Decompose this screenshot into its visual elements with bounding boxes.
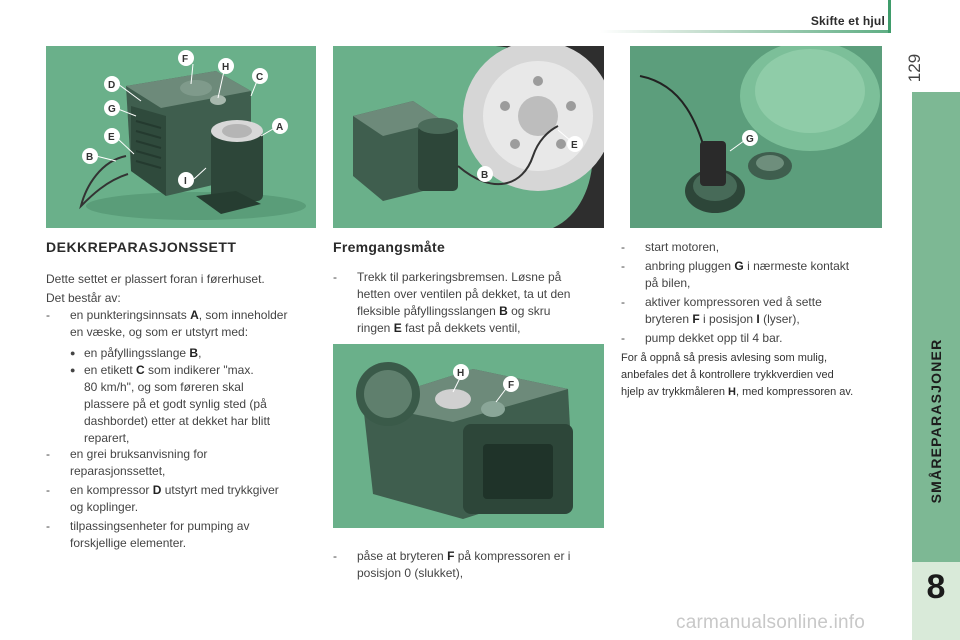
- power-socket-illustration: G: [630, 46, 882, 228]
- repair-kit-illustration: F H D C G A E B I: [46, 46, 316, 228]
- header-rule: [600, 30, 890, 33]
- compressor-switches-illustration: H F: [333, 344, 604, 528]
- list-item-adapters: - tilpassingsenheter for pumping av fors…: [46, 519, 250, 550]
- procedure-step-5: - aktiver kompressoren ved å sette bryte…: [621, 295, 822, 326]
- label-e: E: [571, 140, 578, 151]
- figure-repair-kit: F H D C G A E B I: [46, 46, 316, 228]
- label-g: G: [746, 134, 754, 145]
- chapter-side-tab: SMÅREPARASJONER: [912, 92, 960, 562]
- procedure-step-2: - påse at bryteren F på kompressoren er …: [333, 549, 571, 580]
- pressure-note: For å oppnå så presis avlesing som mulig…: [621, 352, 854, 398]
- list-item-hose: ● en påfyllingsslange B,: [70, 346, 202, 360]
- label-a: A: [276, 122, 283, 133]
- label-i: I: [184, 176, 187, 187]
- list-item-sealant: - en punkteringsinnsats A, som inneholde…: [46, 308, 288, 339]
- intro-contents: Det består av:: [46, 291, 121, 305]
- label-b: B: [86, 152, 93, 163]
- wheel-connection-illustration: E B: [333, 46, 604, 228]
- label-d: D: [108, 80, 115, 91]
- figure-compressor-switches: H F: [333, 344, 604, 528]
- label-g: G: [108, 104, 116, 115]
- chapter-box: 8: [912, 562, 960, 640]
- label-f: F: [508, 380, 514, 391]
- list-item-compressor: - en kompressor D utstyrt med trykkgiver…: [46, 483, 279, 514]
- label-f: F: [182, 54, 188, 65]
- label-c: C: [256, 72, 263, 83]
- list-item-manual: - en grei bruksanvisning for reparasjons…: [46, 447, 208, 478]
- chapter-number: 8: [926, 568, 946, 606]
- section-title: Skifte et hjul: [810, 14, 885, 28]
- page-number: 129: [905, 53, 924, 83]
- procedure-step-4: - anbring pluggen G i nærmeste kontakt p…: [621, 259, 850, 290]
- chapter-label: SMÅREPARASJONER: [928, 338, 944, 504]
- label-h: H: [457, 368, 464, 379]
- header-divider: [888, 0, 891, 33]
- label-b: B: [481, 170, 488, 181]
- figure-connected-to-wheel: E B: [333, 46, 604, 228]
- procedure-step-1: - Trekk til parkeringsbremsen. Løsne på …: [333, 270, 571, 335]
- procedure-step-3: - start motoren,: [621, 240, 720, 254]
- figure-power-socket: G: [630, 46, 882, 228]
- kit-heading: DEKKREPARASJONSSETT: [46, 239, 237, 255]
- procedure-heading: Fremgangsmåte: [333, 239, 446, 255]
- label-h: H: [222, 62, 229, 73]
- procedure-step-6: - pump dekket opp til 4 bar.: [621, 331, 783, 345]
- label-e: E: [108, 132, 115, 143]
- list-item-label: ● en etikett C som indikerer "max. 80 km…: [70, 363, 271, 445]
- intro-location: Dette settet er plassert foran i førerhu…: [46, 272, 265, 286]
- watermark-text: carmanualsonline.info: [676, 612, 866, 633]
